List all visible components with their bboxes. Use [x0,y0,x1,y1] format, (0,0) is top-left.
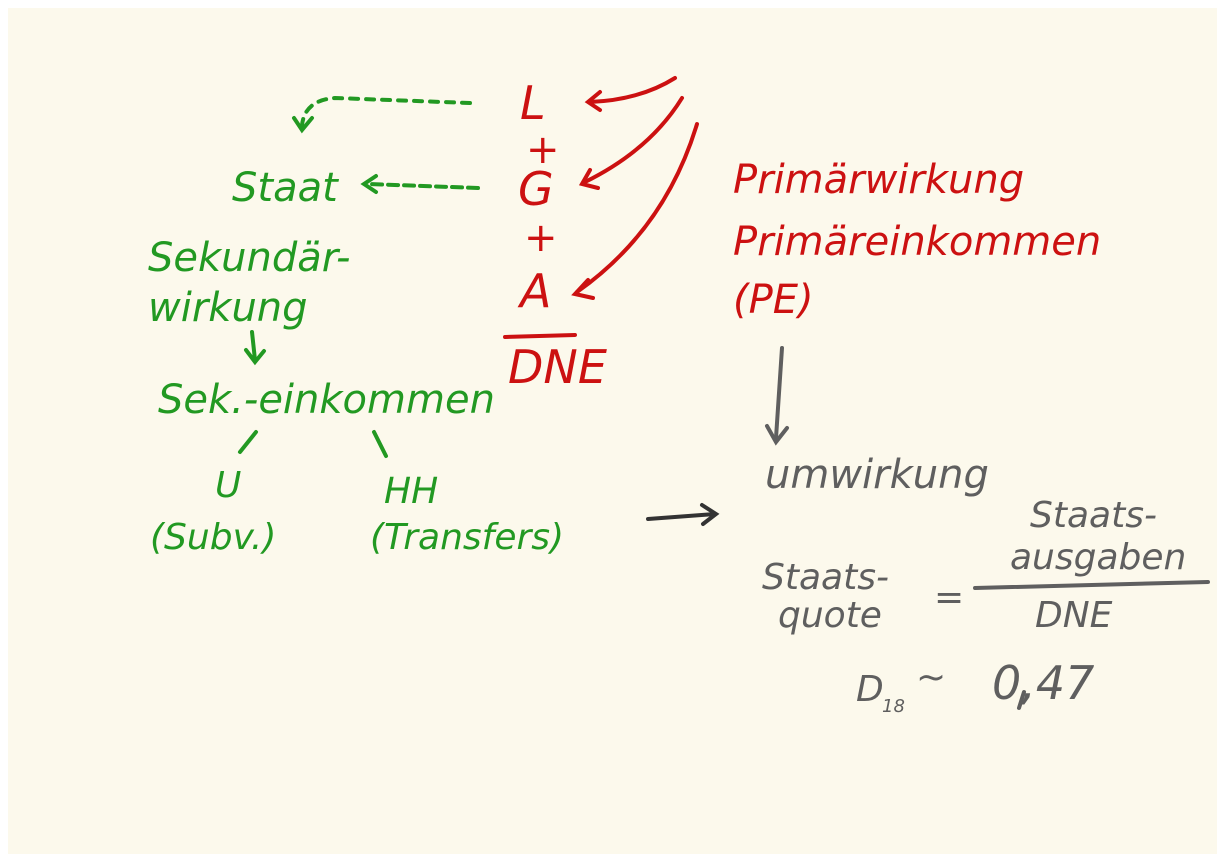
fraction-bar [973,580,1210,590]
equals-sign: = [934,577,965,618]
dashed-arrow-from-L [300,95,472,127]
arrow-to-G [583,96,684,184]
primaereinkommen-label: Primäreinkommen [733,219,1102,265]
primaerwirkung-label: Primärwirkung [733,157,1025,203]
arrowhead-A [571,278,595,300]
wirkung-label: wirkung [148,285,308,331]
denominator-dne: DNE [1035,595,1113,636]
pe-label: (PE) [733,277,814,323]
note-paper [8,8,1217,854]
sek-einkommen-label: Sek.-einkommen [158,377,495,423]
numerator-line2: ausgaben [1010,537,1187,578]
dne-total: DNE [508,340,607,394]
letter-A: A [520,264,552,318]
subventionen-label: (Subv.) [150,517,277,558]
transfers-label: (Transfers) [370,517,565,558]
numerator-line1: Staats- [1030,495,1157,536]
sum-line [503,333,577,339]
arrowhead-down-pe [765,424,789,446]
arrowhead-G [578,168,600,190]
arrow-down-pe [774,346,784,440]
dashed-arrowhead-left [360,174,378,194]
arrow-right [646,512,717,521]
branch-left [238,430,258,454]
staatsquote-line1: Staats- [762,557,889,598]
arrow-to-A [575,122,699,294]
arrowhead-L [584,90,602,112]
sekundaer-label: Sekundär- [148,235,351,281]
plus-sign-2: + [524,215,558,261]
dashed-arrow-from-G [366,182,480,190]
arrowhead-right [700,503,720,526]
umwirkung-label: umwirkung [765,452,989,498]
staat-label: Staat [232,165,338,211]
arrow-down-sek [250,330,257,362]
d-subscript: 18 [882,696,905,717]
arrow-to-L [588,76,677,104]
staatsquote-line2: quote [778,595,882,636]
d-label: D [856,669,884,710]
dashed-arrowhead-down [292,116,314,134]
decimal-comma [1017,690,1026,710]
arrowhead-down-sek [244,348,266,366]
branch-right [372,430,388,458]
u-label: U [215,465,242,506]
plus-sign-1: + [526,127,560,173]
letter-L: L [520,76,546,130]
staatsquote-value: 0,47 [992,656,1095,710]
hh-label: HH [384,471,439,512]
letter-G: G [518,162,554,216]
approx-sign: ~ [916,657,947,698]
